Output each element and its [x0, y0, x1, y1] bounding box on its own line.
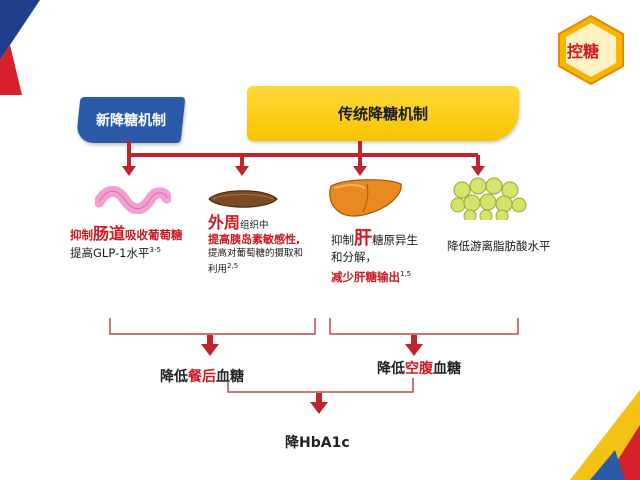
- liver-mechanism-text: 抑制肝糖原异生 和分解， 减少肝糖输出1,5: [331, 230, 441, 286]
- muscle-icon: [208, 190, 278, 208]
- corner-decoration-bottom-right: [570, 390, 640, 480]
- peripheral-line-4: 利用2,5: [208, 262, 239, 276]
- bottom-bracket: [227, 378, 414, 393]
- arrowhead-gut: [122, 166, 136, 176]
- left-bracket: [109, 318, 316, 335]
- fasting-glucose-label: 降低空腹血糖: [377, 361, 461, 377]
- arrowhead-fasting: [405, 344, 423, 356]
- arrowhead-liver: [353, 166, 367, 176]
- peripheral-line-3: 提高对葡萄糖的摄取和: [208, 248, 304, 259]
- liver-line-1: 抑制肝糖原异生: [331, 228, 418, 249]
- right-bracket: [329, 318, 519, 335]
- fat-mechanism-text: 降低游离脂肪酸水平: [447, 239, 551, 253]
- liver-line-3: 减少肝糖输出1,5: [331, 269, 412, 284]
- logo-text: 控糖: [567, 42, 600, 61]
- fat-cells-icon: [450, 177, 527, 220]
- arrow-to-fasting: [411, 335, 417, 345]
- hba1c-label: 降HbA1c: [285, 435, 350, 451]
- top-distribution-lines: [127, 141, 478, 157]
- peripheral-mechanism-text: 外周组织中 提高胰岛素敏感性, 提高对葡萄糖的摄取和 利用2,5: [208, 215, 328, 276]
- gut-line-2: 提高GLP-1水平3-5: [70, 245, 161, 260]
- arrowhead-hba1c: [310, 402, 328, 414]
- gut-line-1: 抑制肠道吸收葡萄糖: [70, 224, 183, 243]
- traditional-mechanism-tag: 传统降糖机制: [247, 86, 519, 141]
- hexagon-logo-icon: [558, 14, 624, 86]
- arrowhead-muscle: [235, 166, 249, 176]
- peripheral-line-1: 外周组织中: [208, 213, 269, 232]
- traditional-mechanism-label: 传统降糖机制: [337, 105, 428, 123]
- corner-decoration-top-left: [0, 0, 40, 95]
- arrow-to-hba1c: [316, 393, 322, 403]
- arrowhead-postprandial: [201, 344, 219, 356]
- gut-mechanism-text: 抑制肠道吸收葡萄糖 提高GLP-1水平3-5: [70, 226, 210, 261]
- liver-icon: [329, 179, 402, 217]
- arrowhead-fat: [471, 166, 485, 176]
- peripheral-line-2: 提高胰岛素敏感性,: [208, 233, 301, 246]
- postprandial-glucose-label: 降低餐后血糖: [160, 369, 244, 385]
- arrow-to-postprandial: [207, 335, 213, 345]
- liver-line-2: 和分解，: [331, 250, 377, 264]
- intestine-icon: [95, 186, 171, 214]
- logo-badge: 控糖: [555, 14, 627, 86]
